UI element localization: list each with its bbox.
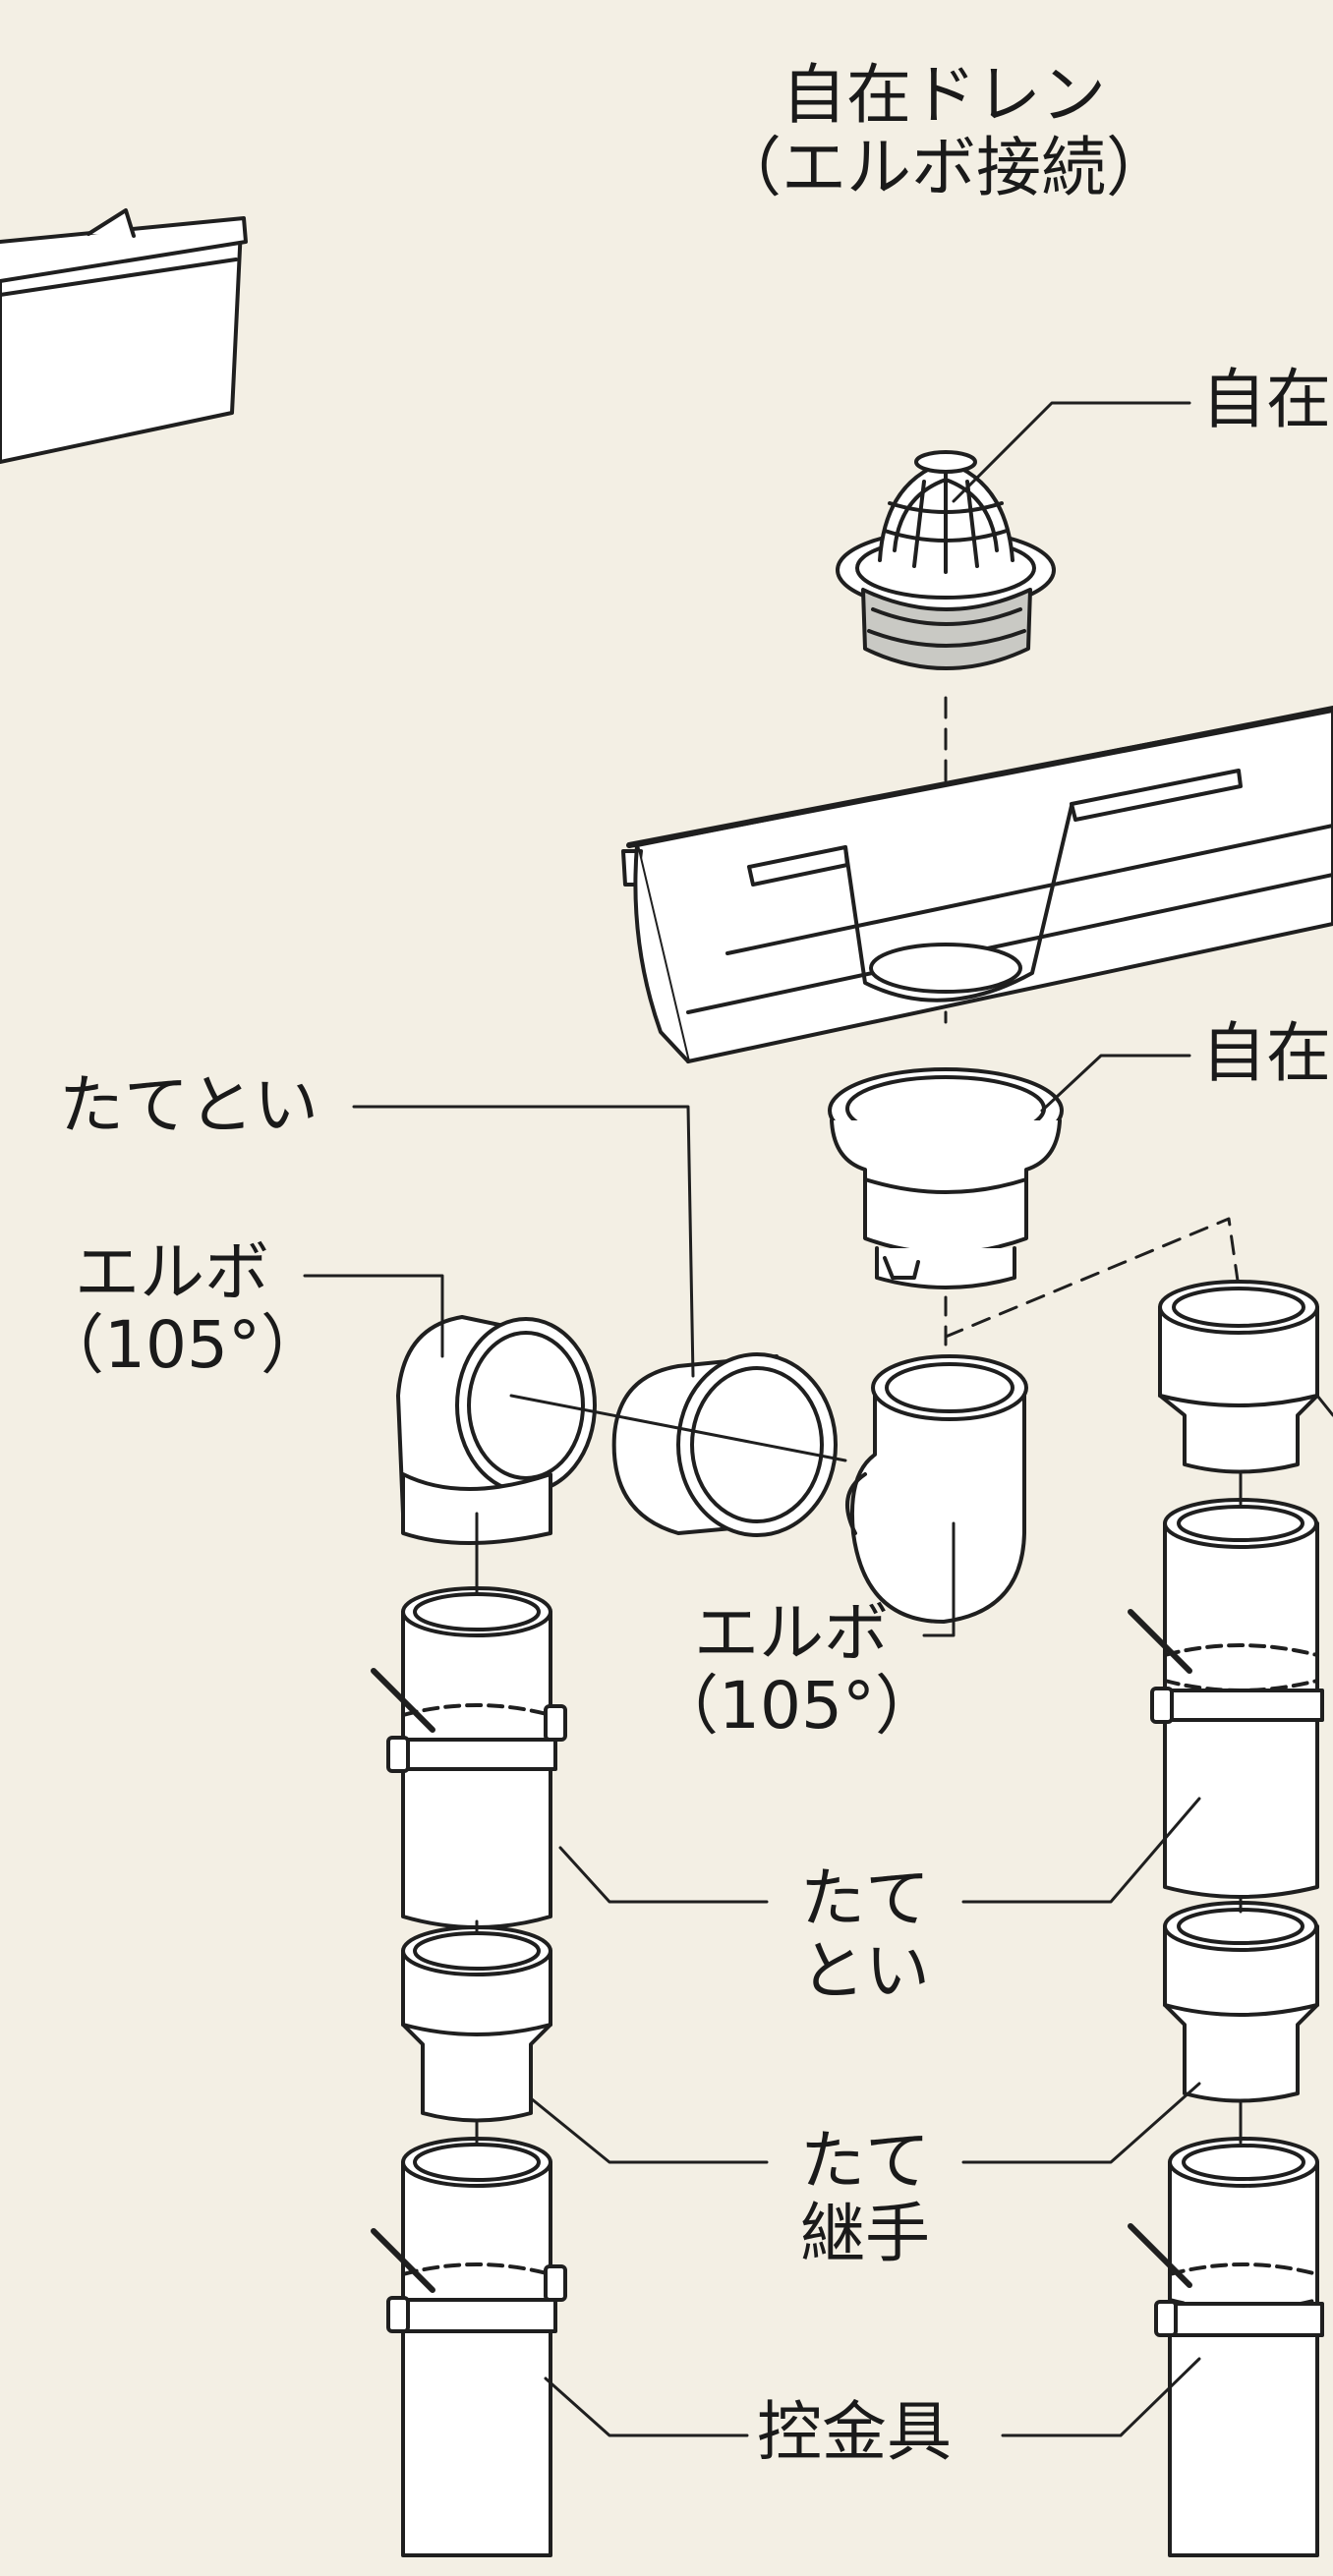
label-tatetsugite: たて 継手 [767,2125,963,2270]
leader-lines [303,401,1333,2437]
drain-strainer [836,450,1056,670]
label-elbow-center-line1: エルボ [694,1595,889,1671]
title-block: 自在ドレン （エルボ接続） [688,59,1199,204]
label-mid-right-cut: 自在 [1201,1015,1331,1091]
label-tatetsugite-line2: 継手 [800,2195,930,2271]
gutter-left-fragment [0,208,248,464]
label-tatetoi-lower-line1: たて [800,1860,930,1936]
label-tatetsugite-line1: たて [800,2123,930,2199]
label-top-right-cut: 自在 [1201,362,1331,437]
label-hikaekanagu: 控金具 [757,2394,952,2470]
elbow-center [845,1354,1028,1624]
pipe-horizontal [611,1352,838,1537]
title-line2: （エルボ接続） [717,129,1171,205]
pipe-axis-line [509,1394,847,1462]
label-elbow-center: エルボ （105°） [654,1595,940,1744]
label-tatetoi-lower-line2: とい [800,1932,930,2009]
label-elbow-left: エルボ （105°） [39,1234,325,1383]
label-elbow-left-line2: （105°） [39,1306,325,1383]
label-tatetoi-lower: たて とい [767,1862,963,2008]
elbow-left [396,1315,597,1545]
label-elbow-left-line1: エルボ [75,1234,269,1310]
drain-body [828,1067,1064,1289]
pipe-stack-left [371,1512,567,2557]
label-tatetoi-upper: たてとい [59,1067,319,1143]
title-line1: 自在ドレン [782,57,1106,133]
gutter-main [621,706,1333,1063]
pipe-stack-right [1128,1280,1324,2557]
centerline-right [944,1217,1241,1358]
label-elbow-center-line2: （105°） [654,1667,940,1744]
